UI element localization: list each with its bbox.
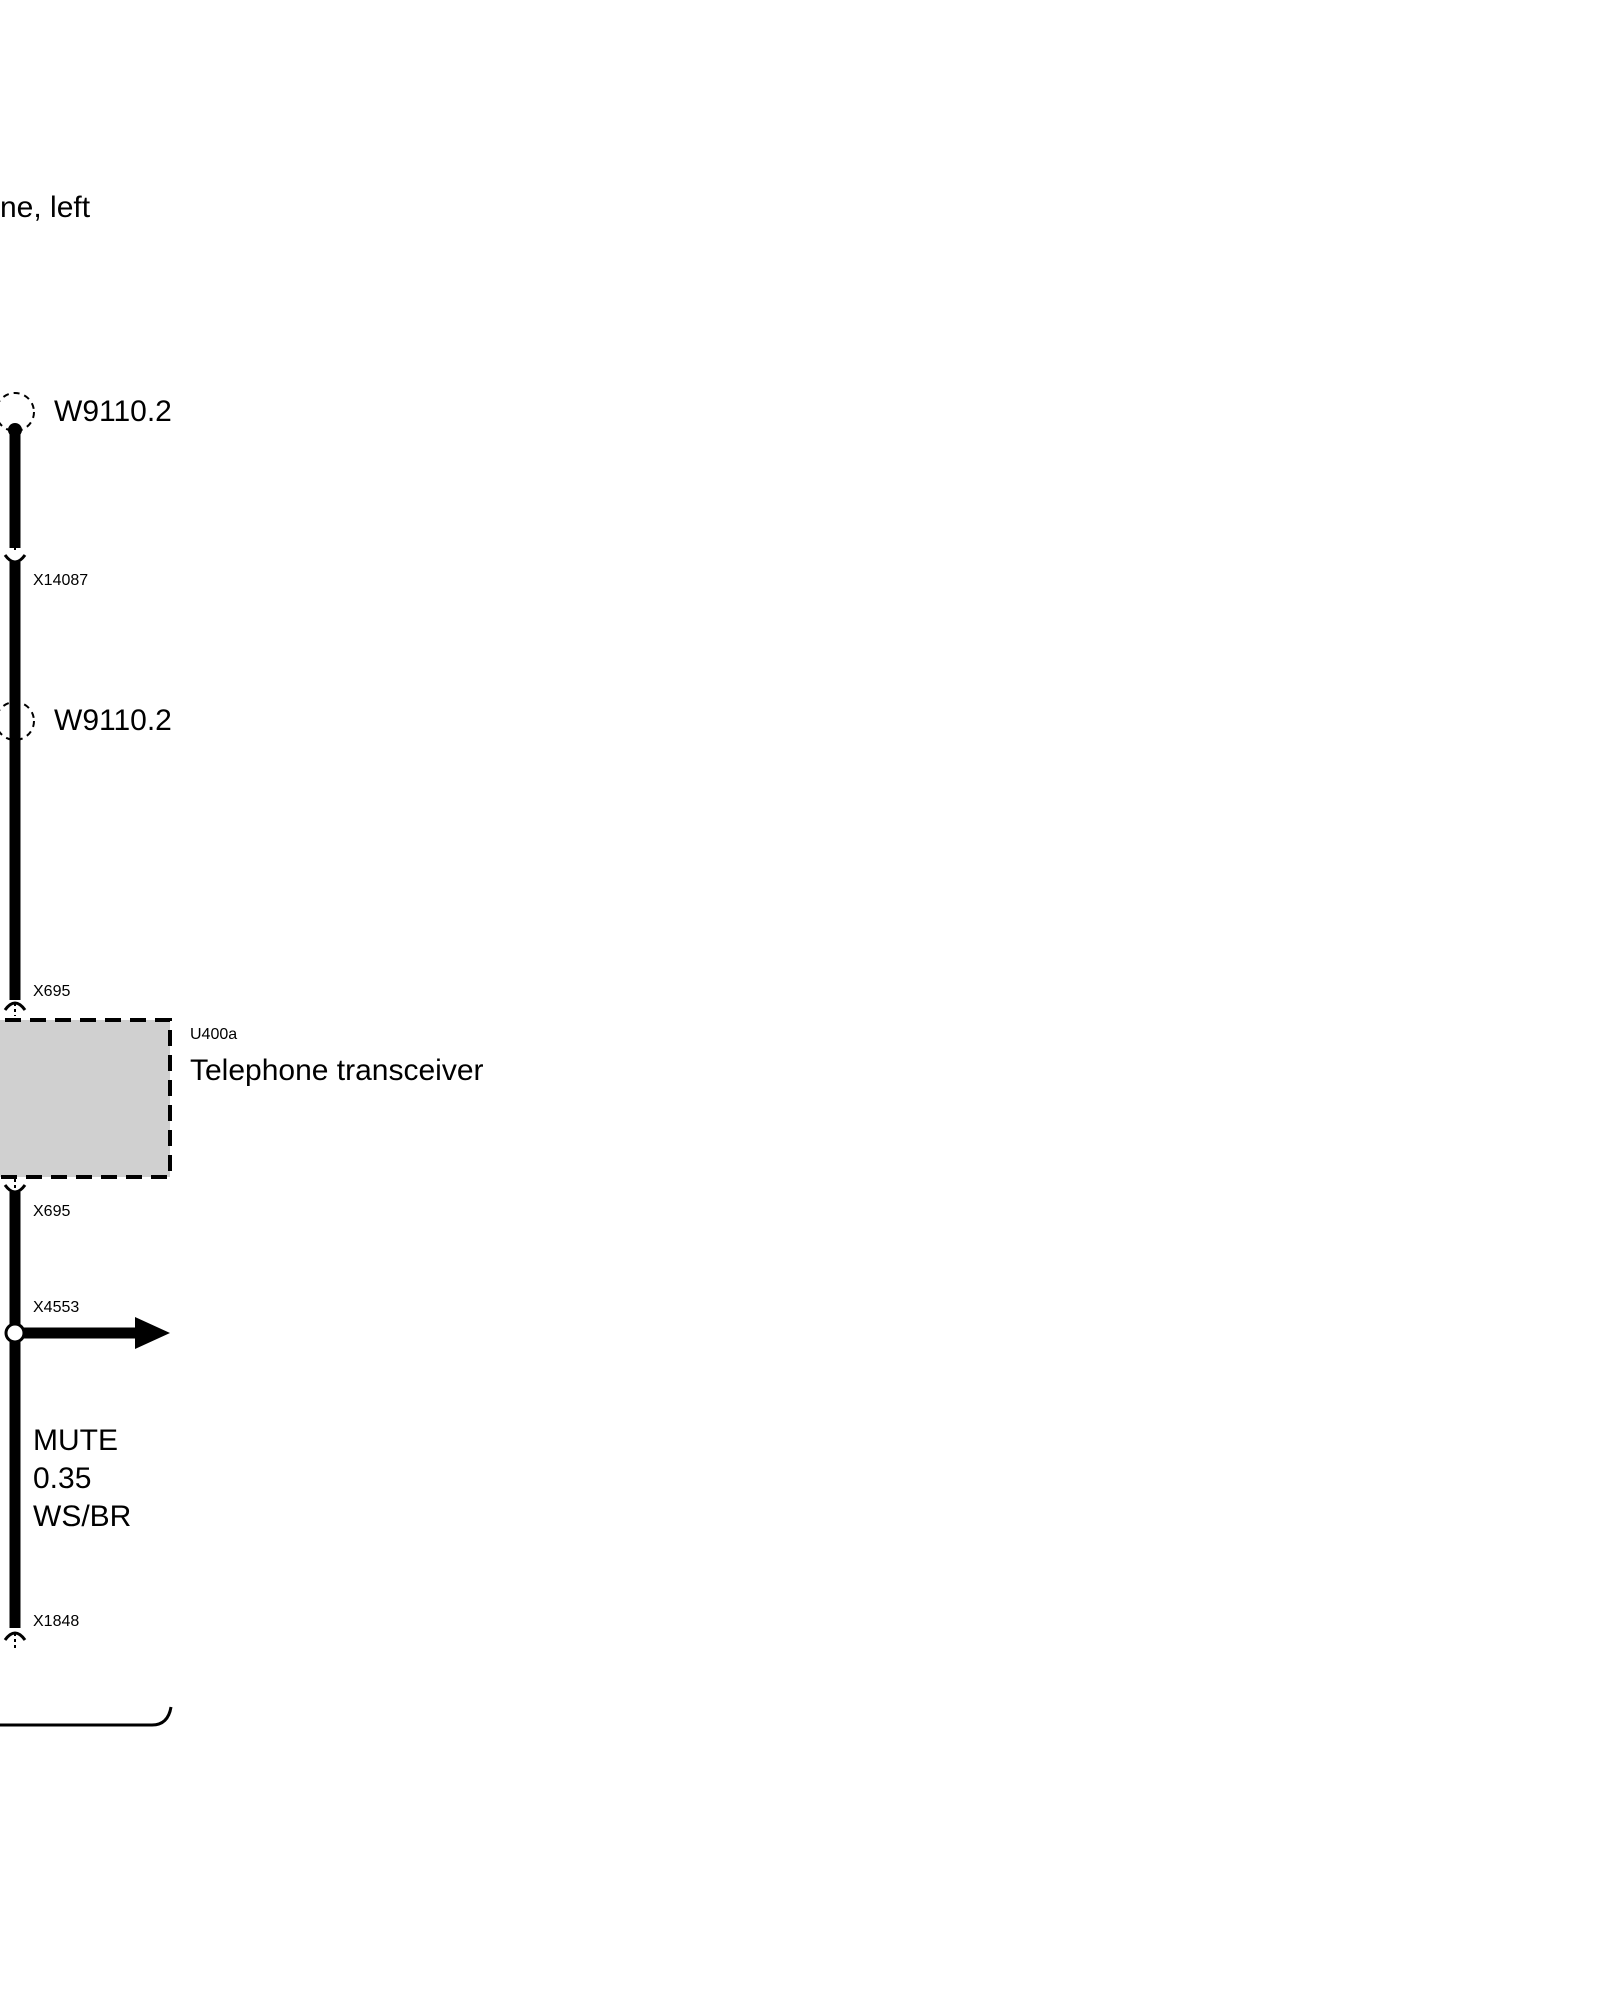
connector-x695-bottom: [3, 1179, 27, 1194]
wire-signal-label: MUTE: [33, 1424, 118, 1457]
splice-x4553-label: X4553: [33, 1299, 79, 1316]
splice-x4553: [4, 1322, 26, 1344]
branch-arrow-icon: [135, 1317, 170, 1349]
wire-color-label: WS/BR: [33, 1500, 131, 1533]
wire-size-label: 0.35: [33, 1462, 91, 1495]
shield-top-label: W9110.2: [54, 395, 172, 428]
shield-mid: [0, 701, 35, 741]
top-component-label: ne, left: [0, 191, 91, 224]
connector-x14087-label: X14087: [33, 572, 88, 589]
bottom-bracket: [0, 1706, 173, 1727]
connector-x695-bottom-label: X695: [33, 1203, 70, 1220]
connector-x695-top-label: X695: [33, 983, 70, 1000]
component-name-label: Telephone transceiver: [190, 1054, 484, 1087]
component-id-label: U400a: [190, 1026, 237, 1043]
connector-x14087: [3, 542, 27, 564]
shield-mid-label: W9110.2: [54, 704, 172, 737]
connector-x1848: [3, 1631, 27, 1648]
connector-x1848-label: X1848: [33, 1613, 79, 1630]
telephone-transceiver-box: [0, 1018, 172, 1179]
shield-top: [0, 392, 35, 437]
connector-x695-top: [3, 1001, 27, 1016]
